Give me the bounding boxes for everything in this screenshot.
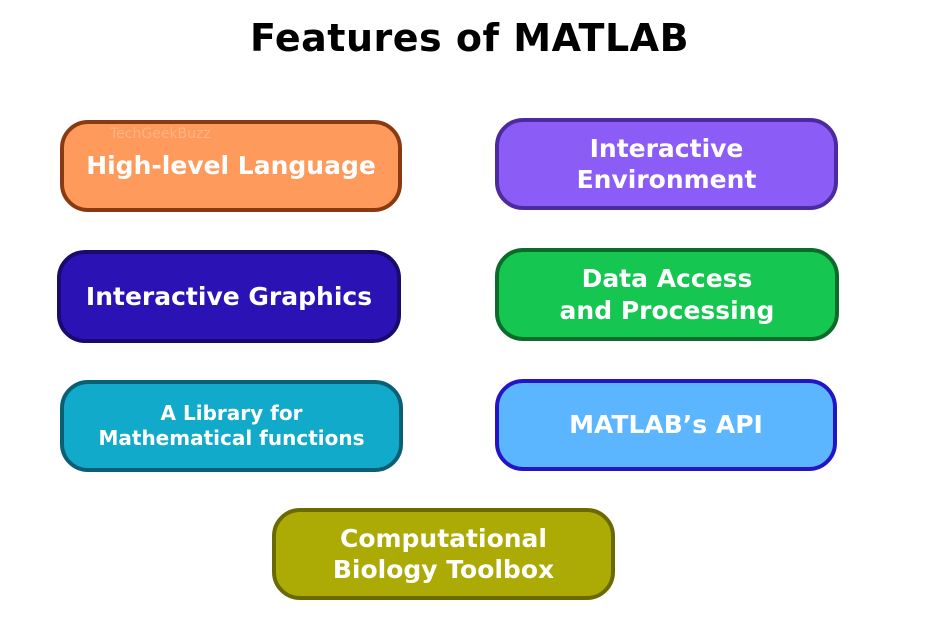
feature-label-line1: A Library for	[160, 401, 303, 425]
feature-label-line1: Data Access	[581, 264, 753, 294]
feature-label-line2: Environment	[576, 165, 757, 194]
feature-label-line2: and Processing	[559, 295, 775, 325]
feature-box-matlab-api: MATLAB’s API	[495, 379, 837, 471]
feature-box-data-access-processing: Data Access and Processing	[495, 248, 839, 341]
feature-box-math-library: A Library for Mathematical functions	[60, 380, 403, 472]
feature-label: Interactive Graphics	[85, 281, 373, 311]
feature-box-high-level-language: High-level Language	[60, 120, 402, 212]
feature-label-line2: Biology Toolbox	[332, 555, 555, 584]
feature-label-line2: Mathematical functions	[98, 426, 365, 450]
feature-label: MATLAB’s API	[569, 410, 763, 440]
feature-box-interactive-graphics: Interactive Graphics	[57, 250, 401, 343]
feature-label-line1: Computational	[339, 523, 547, 553]
feature-label-line1: Interactive	[589, 133, 744, 163]
feature-label: High-level Language	[86, 151, 376, 181]
page-title: Features of MATLAB	[249, 16, 690, 60]
feature-box-computational-biology-toolbox: Computational Biology Toolbox	[272, 508, 615, 600]
feature-box-interactive-environment: Interactive Environment	[495, 118, 838, 210]
